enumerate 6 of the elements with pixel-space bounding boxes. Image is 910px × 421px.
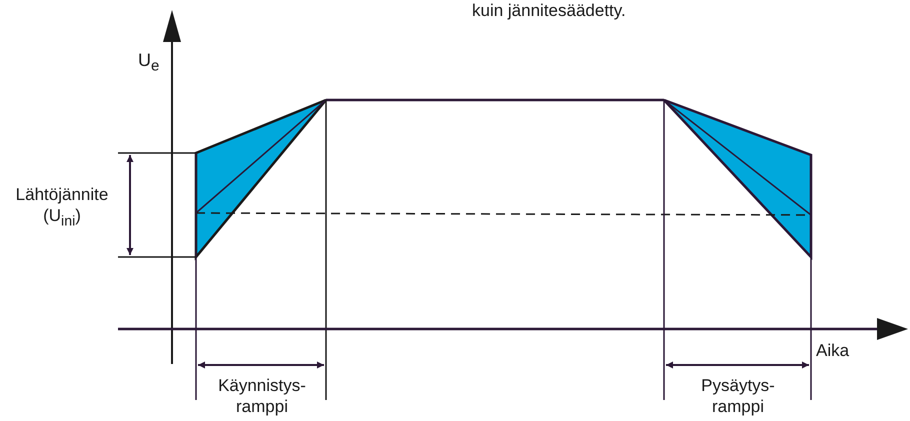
axis-label: Aika	[816, 340, 850, 361]
note-text: kuin jännitesäädetty.	[472, 0, 626, 21]
dimension-label: Lähtöjännite (U$_{ini}$)	[14, 184, 110, 232]
dimension-label: Pysäytys- ramppi	[700, 375, 776, 417]
dimension-label: Käynnistys- ramppi	[217, 375, 307, 417]
axis-label: U$_{e}$	[138, 50, 160, 77]
